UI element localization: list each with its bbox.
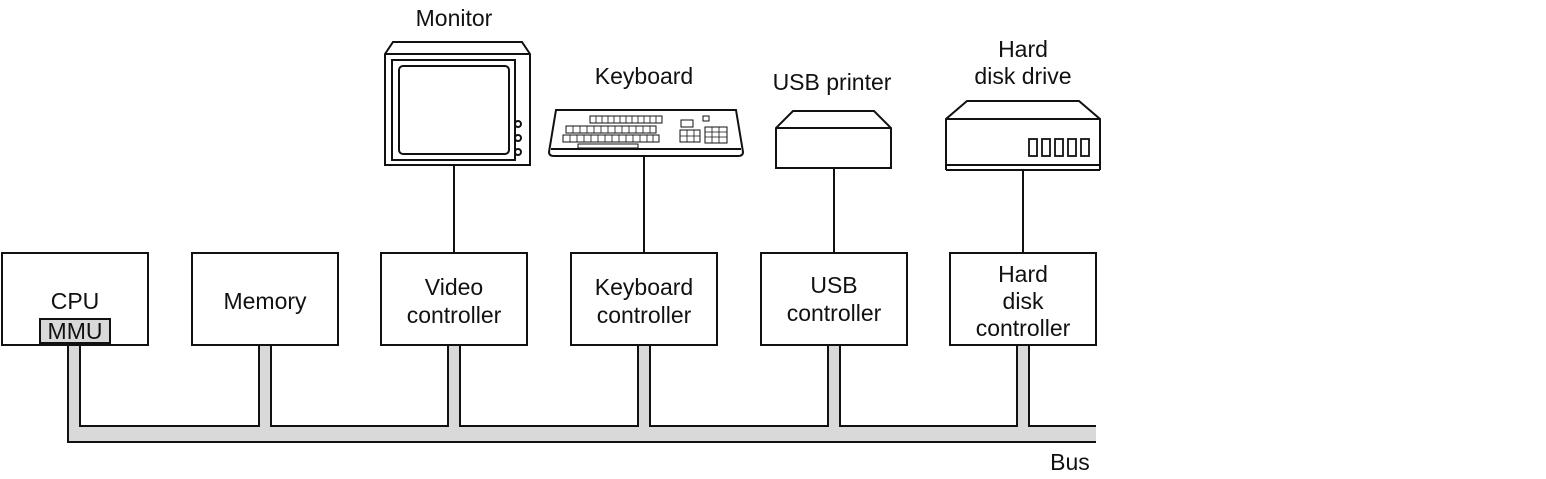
keyboard-controller-box: Keyboard controller <box>570 252 718 346</box>
disk-drive-icon <box>945 100 1101 171</box>
monitor-icon <box>384 41 531 166</box>
usb-controller-line2: controller <box>787 300 882 326</box>
mmu-box <box>39 318 111 344</box>
video-controller-box: Video controller <box>380 252 528 346</box>
system-bus <box>68 345 1096 442</box>
monitor-label: Monitor <box>416 5 493 31</box>
memory-box: Memory <box>191 252 339 346</box>
keyboard-controller-line2: controller <box>597 302 692 328</box>
disk-controller-box: Hard disk controller <box>949 252 1097 346</box>
cpu-box: CPU MMU <box>1 252 149 346</box>
usb-controller-box: USB controller <box>760 252 908 346</box>
bus-label: Bus <box>1050 449 1090 475</box>
disk-controller-line1: Hard <box>998 261 1048 287</box>
cpu-label: CPU <box>51 288 100 314</box>
disk-drive-label-line2: disk drive <box>974 63 1071 89</box>
usb-controller-line1: USB <box>810 272 857 298</box>
disk-drive-label-line1: Hard <box>998 36 1048 62</box>
memory-label: Memory <box>223 288 307 314</box>
printer-label: USB printer <box>773 69 892 95</box>
keyboard-label: Keyboard <box>595 63 693 89</box>
keyboard-icon <box>547 109 745 157</box>
printer-icon <box>775 110 892 169</box>
disk-controller-line3: controller <box>976 315 1071 341</box>
video-controller-line2: controller <box>407 302 502 328</box>
mmu-label: MMU <box>48 318 103 344</box>
video-controller-line1: Video <box>425 274 483 300</box>
disk-controller-line2: disk <box>1003 288 1044 314</box>
keyboard-controller-line1: Keyboard <box>595 274 693 300</box>
